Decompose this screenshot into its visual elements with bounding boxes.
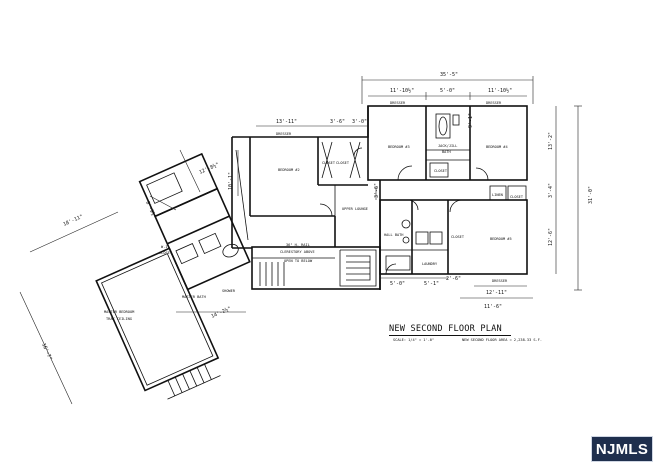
label-wic: W.I. [161,245,170,249]
dim-top-a: 11'-10½" [390,87,414,94]
label-wic-closet: CLOSET [159,251,173,255]
dim-bed2-width: 13'-11" [276,119,297,125]
dim-closet-a: 3'-6" [330,119,345,125]
dim-lounge-side: 3'-6" [374,183,380,198]
label-closet-bed5: CLOSET [510,195,524,199]
plan-area: NEW SECOND FLOOR AREA = 2,238.33 S.F. [462,338,543,342]
label-laundry: LAUNDRY [422,262,438,266]
njmls-watermark-text: NJMLS [595,440,649,458]
dim-master-side: 16'-7" [40,342,53,361]
plan-scale: SCALE: 1/4" = 1'-0" [393,338,435,342]
label-bedroom-3: BEDROOM #3 [388,145,410,149]
label-bedroom-4: BEDROOM #4 [486,145,508,149]
dim-overall-top: 35'-5" [440,72,458,78]
angled-wing [95,152,251,400]
label-jack-jill: JACK/JILL [438,144,457,148]
label-open-to-below: OPEN TO BELOW [284,259,313,263]
dim-closet-b: 3'-0" [352,119,367,125]
label-shower: SHOWER [222,289,236,293]
dim-small-a: 5'-0" [390,281,405,287]
label-closet-left: CLOSET [322,161,336,165]
room-labels: MASTER BEDROOM TRAY CEILING MASTER BATH … [104,101,524,321]
dim-right-lower: 12'-6" [548,228,554,246]
dim-right-mid: 3'-4" [548,183,554,198]
dim-small-c: 2'-6" [446,276,461,282]
njmls-watermark-badge: NJMLS [591,436,653,462]
label-dresser-bed3: DRESSER [390,101,406,105]
stair-area [251,246,381,290]
label-bedroom-5: BEDROOM #5 [490,237,512,241]
label-master-bedroom: MASTER BEDROOM [104,310,135,314]
dim-bath-len: 14'-2½" [210,305,232,320]
label-master-bath: MASTER BATH [182,295,206,299]
dim-right-overall: 31'-0" [588,186,594,204]
wall-group-lower-right [379,185,528,275]
dimension-labels: 35'-5" 11'-10½" 5'-0" 11'-10½" 13'-11" 3… [40,72,594,361]
label-linen: LINEN [492,193,503,197]
dim-bed3-side: 9'-1" [468,113,474,128]
dim-right-upper: 13'-2" [548,132,554,150]
label-closet-right: CLOSET [434,169,448,173]
dim-top-c: 11'-10½" [488,87,512,94]
dim-master-long: 18'-11" [62,214,84,228]
plan-title: NEW SECOND FLOOR PLAN [389,324,502,334]
label-closet-center: CLOSET [336,161,350,165]
label-hall-bath: HALL BATH [384,233,403,237]
label-tray-ceiling: TRAY CEILING [106,317,132,321]
label-dresser-bed5: DRESSER [492,279,508,283]
dimension-lines [19,76,582,405]
label-closet-bed5-side: CLOSET [451,235,465,239]
dim-wic-b: 12'-8½" [198,161,220,176]
dim-top-b: 5'-0" [440,88,455,94]
label-dresser-bed2: DRESSER [276,132,292,136]
label-dresser-bed4: DRESSER [486,101,502,105]
label-jack-jill-bath: BATH [442,150,451,154]
dim-wic-c: 10'-1" [228,172,234,190]
dim-small-b: 5'-1" [424,281,439,287]
plan-title-underline [389,335,511,336]
wall-group-upper-right [367,105,528,181]
label-bedroom-2: BEDROOM #2 [278,168,300,172]
dim-bed5-width: 12'-11" [486,290,507,296]
dim-bed5-total: 11'-6" [484,304,502,310]
label-upper-lounge: UPPER LOUNGE [342,207,368,211]
label-rail: 36" H. RAIL [286,243,310,247]
label-clerestory: CLERESTORY ABOVE [280,250,315,254]
